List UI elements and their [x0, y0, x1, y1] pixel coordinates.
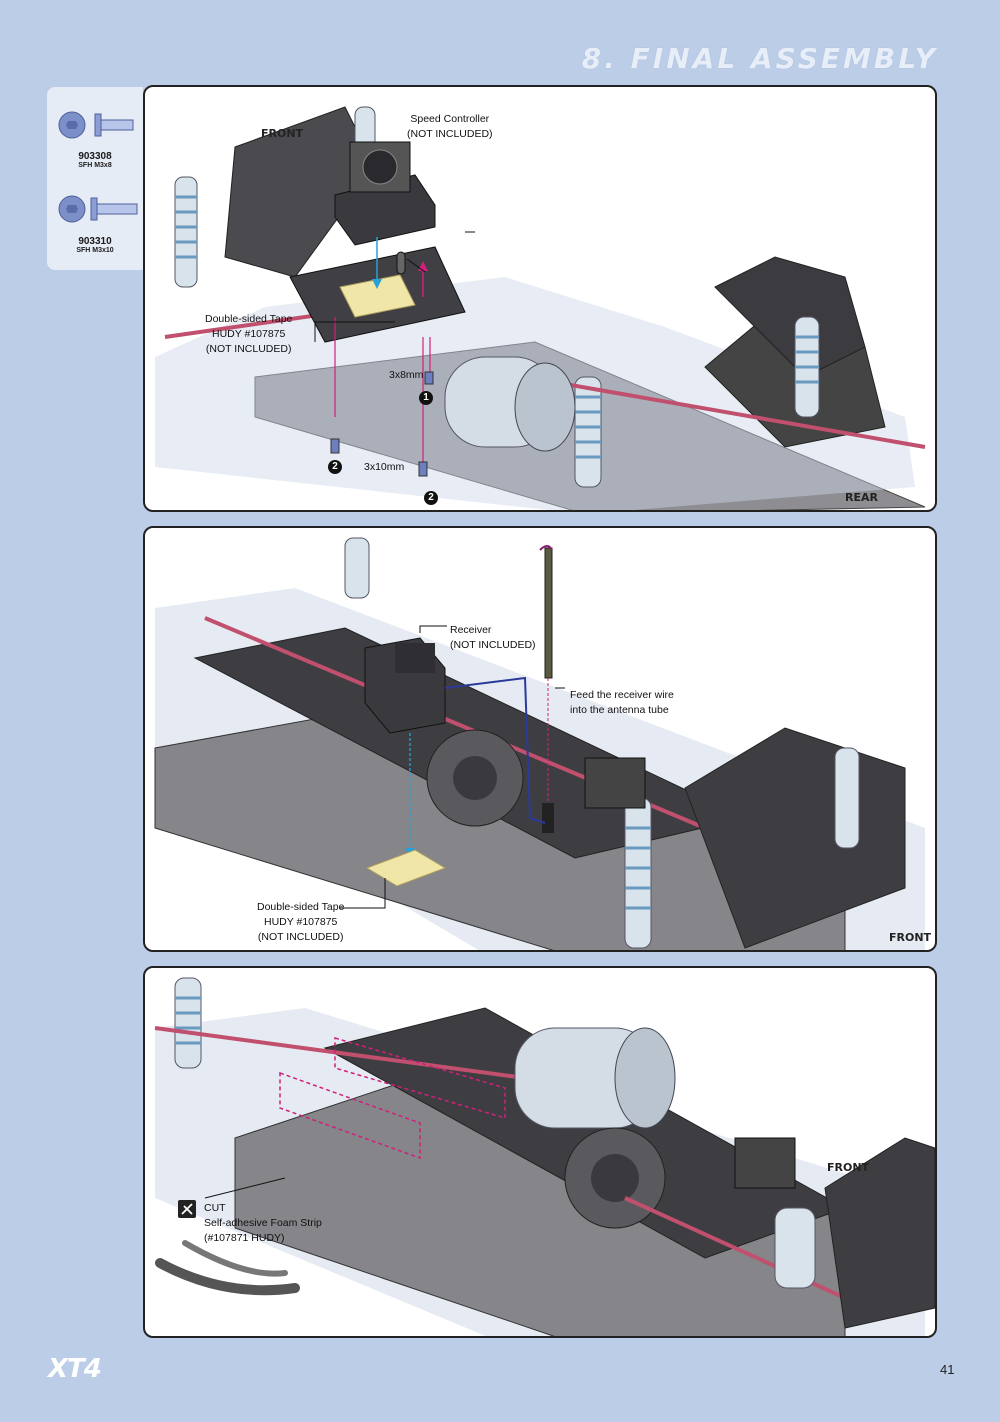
- foam-strip-outline-top: [334, 1036, 506, 1120]
- antenna-mount: [396, 251, 406, 275]
- top-shock: [344, 537, 370, 599]
- motor: [444, 356, 576, 452]
- top-shock: [174, 977, 202, 1069]
- chassis-illustration-3: [154, 977, 935, 1336]
- speed-controller: [334, 141, 436, 246]
- part-desc: SFH M3x8: [78, 162, 112, 169]
- screw-3x10-label: 3x10mm: [364, 461, 405, 473]
- screw-head-icon: [58, 111, 86, 139]
- part-code: 903310: [78, 236, 112, 247]
- receiver-wire: [444, 676, 546, 824]
- cut-foam-label: CUT Self-adhesive Foam Strip (#107871 HU…: [204, 1202, 322, 1244]
- front-shock-right: [834, 747, 860, 849]
- front-label: FRONT: [827, 1161, 870, 1174]
- feed-instruction-label: Feed the receiver wire into the antenna …: [570, 689, 674, 716]
- foam-strip-outline-bottom: [279, 1071, 421, 1160]
- tape-label: Double-sided Tape HUDY #107875 (NOT INCL…: [205, 313, 293, 355]
- rear-driveshaft: [524, 375, 926, 449]
- tape-label: Double-sided Tape HUDY #107875 (NOT INCL…: [257, 901, 345, 943]
- foam-strip-2: [182, 1240, 288, 1277]
- panel-foam-strip: CUT Self-adhesive Foam Strip (#107871 HU…: [143, 966, 937, 1338]
- screw-head-icon-2: [58, 195, 86, 223]
- speed-controller-label: Speed Controller (NOT INCLUDED): [407, 113, 493, 140]
- panel-speed-controller: FRONT REAR Speed Controller (NOT INCLUDE…: [143, 85, 937, 512]
- screw-side-icon: [94, 113, 134, 137]
- rear-driveshaft: [154, 1026, 526, 1080]
- shock-tower-front: [224, 106, 376, 278]
- front-shock: [624, 797, 652, 949]
- shock-tower-front: [824, 1137, 935, 1329]
- esc-fan: [584, 757, 646, 809]
- motor: [514, 1027, 676, 1129]
- receiver-label: Receiver (NOT INCLUDED): [450, 624, 536, 651]
- chassis-illustration-1: [155, 106, 926, 510]
- antenna-mount: [542, 803, 554, 833]
- esc-fan: [734, 1137, 796, 1189]
- panel-receiver: Receiver (NOT INCLUDED) Feed the receive…: [143, 526, 937, 952]
- leader-lines: [419, 625, 447, 633]
- rear-shock-left: [574, 376, 602, 488]
- tape-pad: [365, 849, 447, 887]
- scissors-icon: [178, 1200, 196, 1218]
- xt4-logo: XT4: [48, 1354, 102, 1384]
- rear-label: REAR: [845, 491, 878, 504]
- receiver-box: [364, 637, 446, 734]
- antenna-tube: [544, 547, 553, 679]
- leader-lines: [406, 231, 475, 273]
- screws: [330, 371, 434, 477]
- screw-icons: [58, 111, 138, 223]
- front-label: FRONT: [889, 931, 932, 944]
- foam-strip-1: [155, 1258, 300, 1296]
- rear-shock-tower: [714, 256, 866, 378]
- part-desc: SFH M3x10: [76, 247, 114, 254]
- part-903308: 903308 SFH M3x8: [47, 151, 143, 169]
- chassis-illustration-2: [154, 537, 925, 950]
- front-shock: [774, 1207, 816, 1289]
- screw-3x8-label: 3x8mm: [389, 369, 424, 381]
- front-shock-left: [174, 176, 198, 288]
- front-label: FRONT: [261, 127, 304, 140]
- part-code: 903308: [78, 151, 112, 162]
- step-1-badge: 1: [419, 391, 433, 405]
- parts-sidebar: 903308 SFH M3x8 903310 SFH M3x10: [47, 87, 143, 270]
- section-title: 8. FINAL ASSEMBLY: [581, 42, 938, 75]
- step-2-badge: 2: [328, 460, 342, 474]
- step-2-badge-b: 2: [424, 491, 438, 505]
- screw-side-icon-2: [90, 197, 138, 221]
- page-number: 41: [940, 1362, 955, 1377]
- part-903310: 903310 SFH M3x10: [47, 236, 143, 254]
- rear-shock-right: [794, 316, 820, 418]
